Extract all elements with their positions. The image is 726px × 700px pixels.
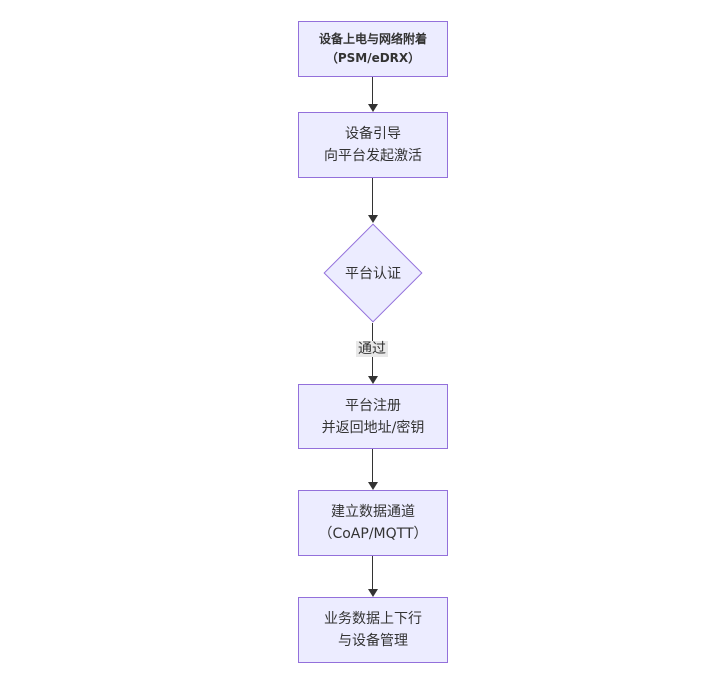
node-bootstrap: 设备引导 向平台发起激活 (298, 112, 448, 178)
node-label-line: 平台注册 (345, 397, 401, 414)
node-data-channel: 建立数据通道 （CoAP/MQTT） (298, 490, 448, 556)
node-label-line: （PSM/eDRX） (325, 51, 421, 65)
node-label-line: 向平台发起激活 (324, 148, 422, 164)
arrowhead-down-icon (368, 589, 378, 597)
node-label-line: 业务数据上下行 (324, 611, 422, 627)
edge-connector (372, 178, 373, 215)
node-label-line: 设备上电与网络附着 (318, 32, 427, 46)
node-power-attach: 设备上电与网络附着 （PSM/eDRX） (298, 21, 448, 77)
arrowhead-down-icon (368, 215, 378, 223)
arrowhead-down-icon (368, 376, 378, 384)
node-label-line: 与设备管理 (338, 633, 408, 649)
edge-label-pass: 通过 (356, 341, 388, 357)
node-label-line: 平台认证 (345, 266, 401, 282)
node-label-line: 建立数据通道 (331, 504, 415, 520)
edge-connector (372, 449, 373, 482)
node-label-line: 设备引导 (345, 126, 401, 142)
node-business: 业务数据上下行 与设备管理 (298, 597, 448, 663)
arrowhead-down-icon (368, 482, 378, 490)
arrowhead-down-icon (368, 104, 378, 112)
node-label-line: 并返回地址/密钥 (321, 419, 425, 436)
edge-connector (372, 77, 373, 104)
node-register: 平台注册 并返回地址/密钥 (298, 384, 448, 449)
edge-connector (372, 556, 373, 589)
node-label-line: （CoAP/MQTT） (318, 526, 428, 542)
